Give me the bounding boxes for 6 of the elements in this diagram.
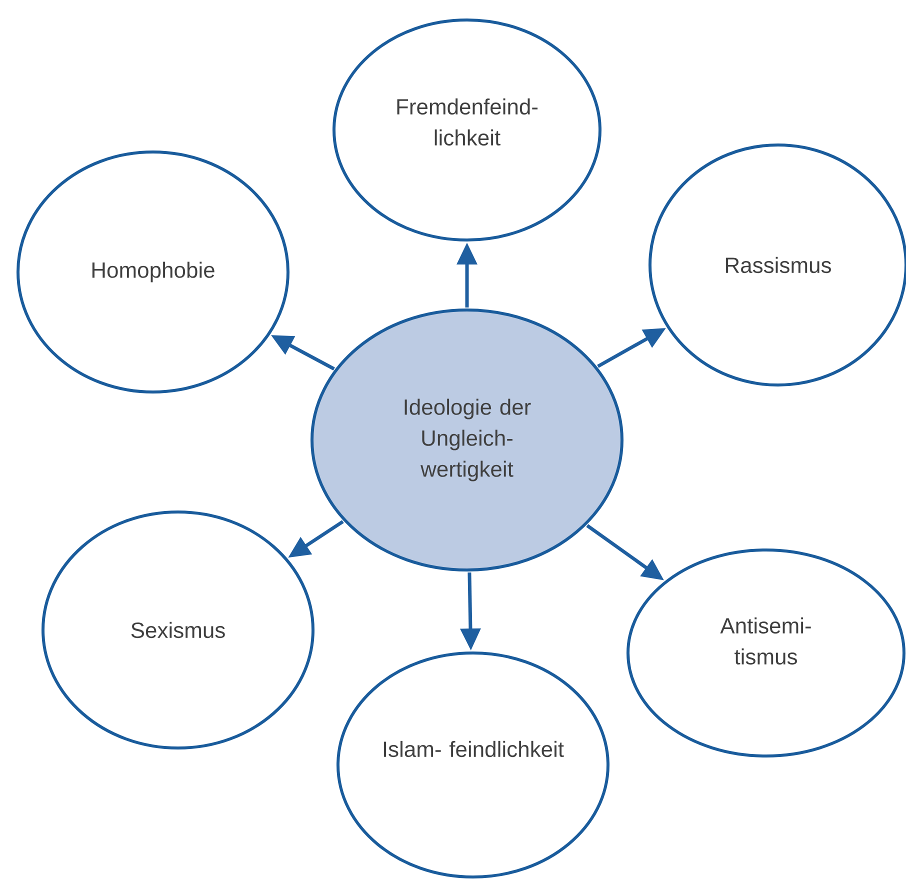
circle-node: Antisemi- tismus bbox=[626, 548, 906, 758]
circle-node: Sexismus bbox=[42, 510, 314, 750]
circle-node: Fremdenfeind- lichkeit bbox=[332, 18, 602, 242]
circle-node: Homophobie bbox=[16, 150, 290, 394]
circle-node: Islam- feindlichkeit bbox=[336, 652, 610, 878]
circle-node: Ideologie der Ungleich- wertigkeit bbox=[310, 308, 624, 572]
